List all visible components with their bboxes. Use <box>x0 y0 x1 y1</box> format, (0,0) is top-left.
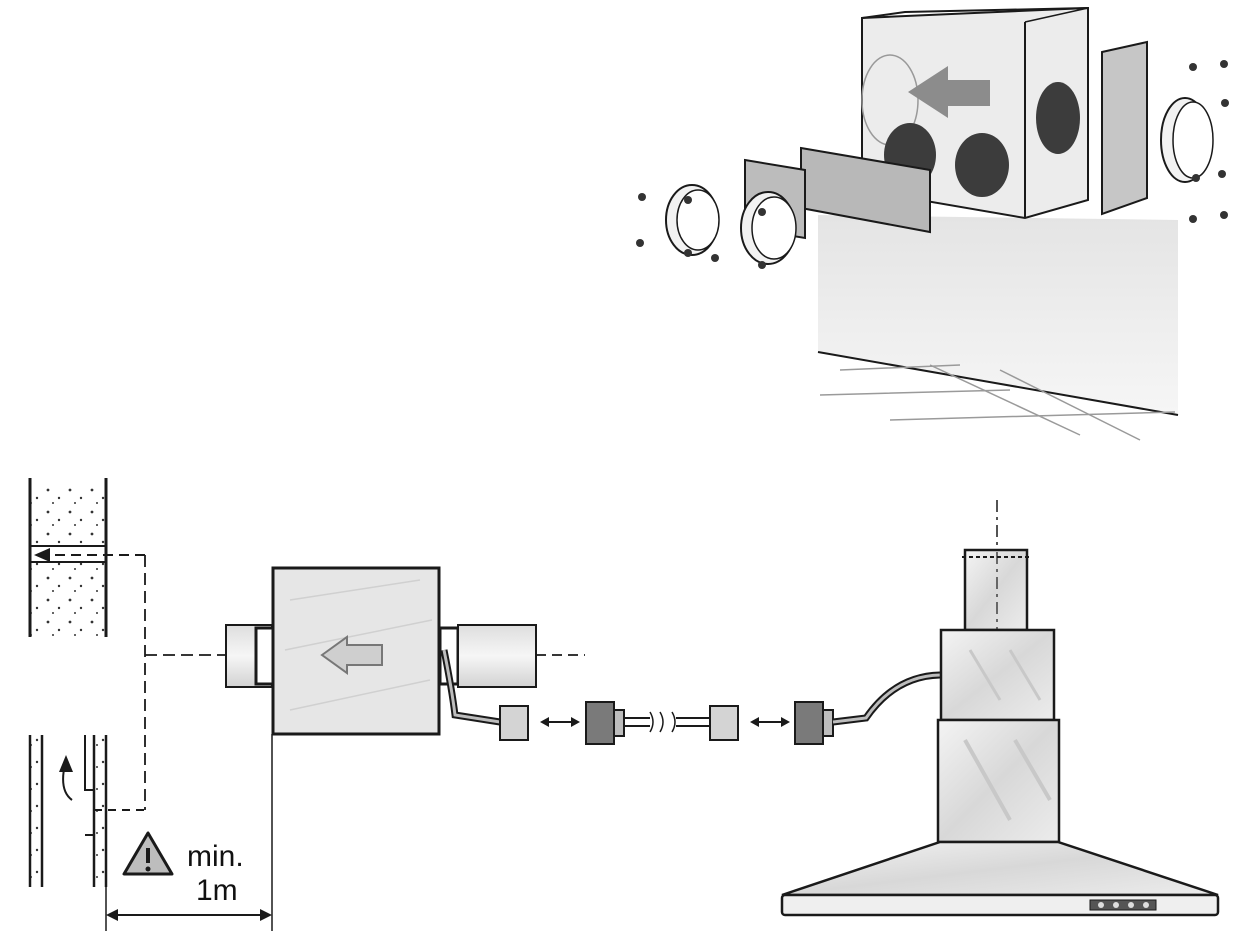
wall-backdrop <box>817 215 1179 441</box>
warning-triangle-icon <box>122 831 174 876</box>
side-cover-plate <box>1101 40 1148 216</box>
connection-arrow-2-icon <box>750 717 790 727</box>
left-duct <box>225 624 276 688</box>
shaft-up-arrow-icon <box>59 755 73 772</box>
extension-cable <box>624 711 710 733</box>
fan-box-3d <box>861 6 1089 220</box>
right-collar <box>1160 97 1214 183</box>
side-hole <box>1036 82 1080 154</box>
connector-plug-extension <box>709 705 739 741</box>
duct-route-line <box>144 555 252 810</box>
min-label: min. <box>187 840 244 873</box>
outlet-arrow-icon <box>34 548 50 562</box>
right-duct <box>438 624 585 688</box>
exterior-wall <box>28 478 145 637</box>
front-hole-right <box>955 133 1009 197</box>
distance-label: 1m <box>196 874 238 907</box>
connector-plug-box <box>499 705 529 741</box>
hood-cable <box>832 671 941 726</box>
flow-arrow-top-icon <box>908 66 990 118</box>
connector-socket-hood <box>794 701 834 745</box>
hood-control-panel <box>1089 899 1157 911</box>
inline-fan-box <box>271 566 441 736</box>
exploded-fan-box-view <box>636 6 1229 441</box>
screws-right <box>1189 60 1229 223</box>
left-collars <box>665 184 797 265</box>
shaft-wall <box>28 735 145 887</box>
flow-arrow-box-icon <box>320 635 383 675</box>
connection-arrow-1-icon <box>540 717 580 727</box>
screws-left <box>636 193 766 269</box>
connector-socket-extension <box>585 701 625 745</box>
min-distance-annotation: min. 1m <box>105 734 273 931</box>
chimney-cooker-hood <box>780 500 1220 917</box>
installation-schematic: min. 1m <box>28 478 1220 931</box>
